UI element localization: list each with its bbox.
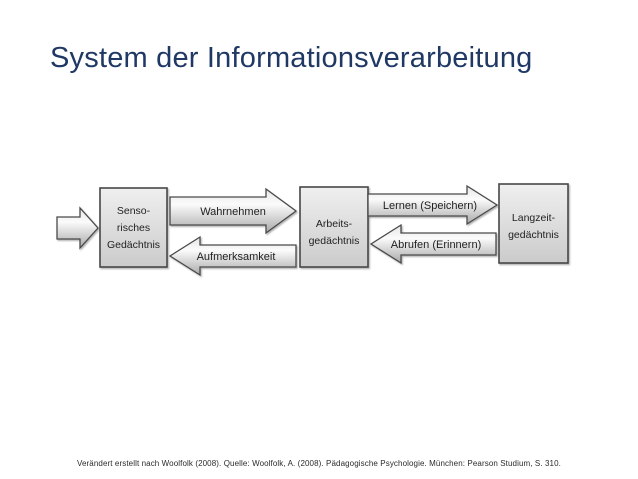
- box-sensorisches-gedaechtnis: Senso- risches Gedächtnis: [99, 187, 168, 268]
- wahrnehmen-arrow: Wahrnehmen: [169, 187, 298, 235]
- box-arbeits-line-2: gedächtnis: [309, 235, 360, 247]
- box-langzeitgedaechtnis: Langzeit- gedächtnis: [498, 183, 569, 264]
- abrufen-arrow-shape: [369, 223, 497, 265]
- box-langzeit-line-1: Langzeit-: [512, 212, 556, 224]
- box-langzeitgedaechtnis-shape: [498, 183, 569, 264]
- wahrnehmen-arrow-label: Wahrnehmen: [200, 206, 266, 218]
- input-arrow-shape: [56, 206, 99, 250]
- lernen-arrow-label: Lernen (Speichern): [383, 200, 477, 212]
- box-arbeitsgedaechtnis: Arbeits- gedächtnis: [299, 186, 369, 268]
- input-arrow: [56, 206, 99, 250]
- slide-title: System der Informationsverarbeitung: [50, 42, 533, 74]
- aufmerksamkeit-arrow: Aufmerksamkeit: [168, 235, 297, 277]
- aufmerksamkeit-arrow-label: Aufmerksamkeit: [197, 251, 276, 263]
- wahrnehmen-arrow-shape: [169, 187, 298, 235]
- lernen-arrow-shape: [367, 184, 499, 226]
- box-sensorisches-line-3: Gedächtnis: [107, 239, 160, 251]
- abrufen-arrow-label: Abrufen (Erinnern): [391, 239, 482, 251]
- aufmerksamkeit-arrow-shape: [168, 235, 297, 277]
- abrufen-arrow: Abrufen (Erinnern): [369, 223, 497, 265]
- box-arbeitsgedaechtnis-shape: [299, 186, 369, 268]
- box-sensorisches-gedaechtnis-shape: [99, 187, 168, 268]
- box-sensorisches-line-2: risches: [117, 222, 150, 234]
- lernen-arrow: Lernen (Speichern): [367, 184, 499, 226]
- source-citation: Verändert erstellt nach Woolfolk (2008).…: [77, 459, 561, 468]
- box-arbeits-line-1: Arbeits-: [316, 218, 353, 230]
- box-langzeit-line-2: gedächtnis: [508, 229, 559, 241]
- box-sensorisches-line-1: Senso-: [117, 205, 151, 217]
